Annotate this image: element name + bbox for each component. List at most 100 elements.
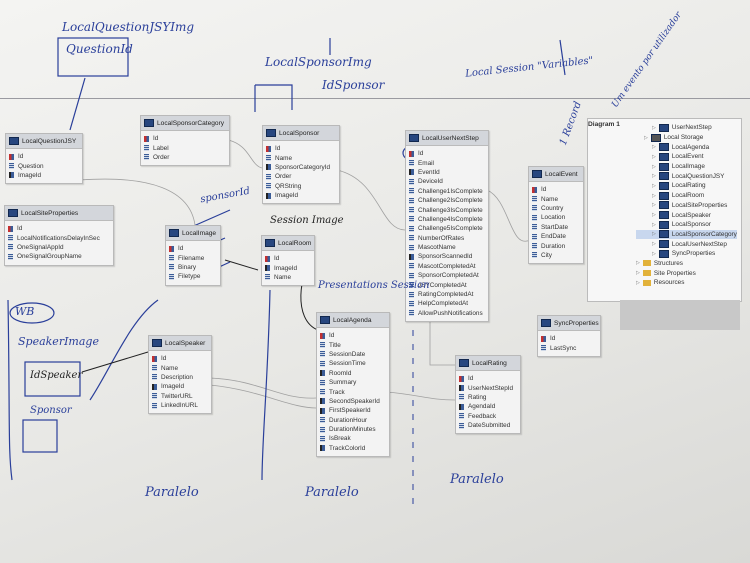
field-row[interactable]: IsBreak — [320, 434, 386, 443]
field-row[interactable]: Name — [152, 363, 208, 372]
expand-arrow-icon[interactable]: ▷ — [652, 212, 656, 219]
field-row[interactable]: Title — [320, 340, 386, 349]
field-row[interactable]: Name — [532, 194, 580, 203]
expand-arrow-icon[interactable]: ▷ — [652, 163, 656, 170]
field-row[interactable]: Id — [9, 152, 79, 161]
field-row[interactable]: Filename — [169, 253, 217, 262]
expand-arrow-icon[interactable]: ▷ — [652, 250, 656, 257]
tree-item[interactable]: ▷LocalSpeaker — [636, 210, 737, 220]
expand-arrow-icon[interactable]: ▷ — [652, 192, 656, 199]
field-row[interactable]: SponsorCompletedAt — [409, 271, 485, 280]
field-row[interactable]: JSYCompletedAt — [409, 280, 485, 289]
field-row[interactable]: StartDate — [532, 223, 580, 232]
field-row[interactable]: Location — [532, 213, 580, 222]
field-row[interactable]: Id — [266, 144, 336, 153]
field-row[interactable]: Id — [169, 244, 217, 253]
field-row[interactable]: Id — [459, 374, 517, 383]
field-row[interactable]: MascotName — [409, 243, 485, 252]
field-row[interactable]: Filetype — [169, 272, 217, 281]
field-row[interactable]: Question — [9, 161, 79, 170]
field-row[interactable]: Challenge4IsComplete — [409, 215, 485, 224]
field-row[interactable]: Rating — [459, 393, 517, 402]
expand-arrow-icon[interactable]: ▷ — [636, 260, 640, 267]
tree-item[interactable]: ▷UserNextStep — [636, 123, 737, 133]
field-row[interactable]: Binary — [169, 263, 217, 272]
field-row[interactable]: RatingCompletedAt — [409, 290, 485, 299]
field-row[interactable]: Id — [144, 134, 226, 143]
field-row[interactable]: QRString — [266, 182, 336, 191]
entity-header[interactable]: LocalSiteProperties — [5, 206, 113, 221]
field-row[interactable]: ImageId — [266, 191, 336, 200]
expand-arrow-icon[interactable]: ▷ — [652, 241, 656, 248]
expand-arrow-icon[interactable]: ▷ — [636, 279, 640, 286]
field-row[interactable]: Order — [144, 153, 226, 162]
tree-item[interactable]: ▷LocalUserNextStep — [636, 239, 737, 249]
tree-item[interactable]: ▷LocalSiteProperties — [636, 201, 737, 211]
field-row[interactable]: OneSignalAppId — [8, 243, 110, 252]
field-row[interactable]: DeviceId — [409, 177, 485, 186]
field-row[interactable]: Country — [532, 204, 580, 213]
diagram-tab[interactable]: Diagram 1 — [588, 121, 620, 128]
entity-header[interactable]: LocalImage — [166, 226, 220, 241]
tree-item[interactable]: ▷SyncProperties — [636, 249, 737, 259]
field-row[interactable]: AgendaId — [459, 402, 517, 411]
field-row[interactable]: ImageId — [265, 263, 311, 272]
field-row[interactable]: SponsorScannedId — [409, 252, 485, 261]
entity-header[interactable]: SyncProperties — [538, 316, 600, 331]
field-row[interactable]: Track — [320, 387, 386, 396]
entity-header[interactable]: LocalSponsor — [263, 126, 339, 141]
entity-header[interactable]: LocalUserNextStep — [406, 131, 488, 146]
field-row[interactable]: DurationMinutes — [320, 425, 386, 434]
tree-item[interactable]: ▷LocalQuestionJSY — [636, 171, 737, 181]
field-row[interactable]: Id — [320, 331, 386, 340]
field-row[interactable]: Duration — [532, 241, 580, 250]
field-row[interactable]: Email — [409, 158, 485, 167]
expand-arrow-icon[interactable]: ▷ — [652, 202, 656, 209]
entity-header[interactable]: LocalRating — [456, 356, 520, 371]
field-row[interactable]: Challenge2IsComplete — [409, 196, 485, 205]
expand-arrow-icon[interactable]: ▷ — [652, 173, 656, 180]
field-row[interactable]: Label — [144, 143, 226, 152]
field-row[interactable]: FirstSpeakerId — [320, 406, 386, 415]
field-row[interactable]: Id — [152, 354, 208, 363]
field-row[interactable]: HelpCompletedAt — [409, 299, 485, 308]
expand-arrow-icon[interactable]: ▷ — [652, 153, 656, 160]
field-row[interactable]: LocalNotificationsDelayInSec — [8, 233, 110, 242]
tree-item[interactable]: ▷LocalRoom — [636, 191, 737, 201]
field-row[interactable]: SecondSpeakerId — [320, 397, 386, 406]
field-row[interactable]: MascotCompletedAt — [409, 262, 485, 271]
tree-item[interactable]: ▷LocalAgenda — [636, 142, 737, 152]
entity-header[interactable]: LocalRoom — [262, 236, 314, 251]
field-row[interactable]: Challenge3IsComplete — [409, 205, 485, 214]
field-row[interactable]: Challenge1IsComplete — [409, 187, 485, 196]
expand-arrow-icon[interactable]: ▷ — [636, 270, 640, 277]
field-row[interactable]: LastSync — [541, 343, 597, 352]
field-row[interactable]: DurationHour — [320, 416, 386, 425]
field-row[interactable]: Description — [152, 373, 208, 382]
field-row[interactable]: Summary — [320, 378, 386, 387]
field-row[interactable]: UserNextStepId — [459, 383, 517, 392]
field-row[interactable]: Name — [265, 273, 311, 282]
field-row[interactable]: RoomId — [320, 369, 386, 378]
expand-arrow-icon[interactable]: ▷ — [652, 182, 656, 189]
field-row[interactable]: ImageId — [152, 382, 208, 391]
expand-arrow-icon[interactable]: ▷ — [652, 231, 656, 238]
expand-arrow-icon[interactable]: ▷ — [652, 124, 656, 131]
field-row[interactable]: Id — [541, 334, 597, 343]
entity-header[interactable]: LocalAgenda — [317, 313, 389, 328]
entity-header[interactable]: LocalEvent — [529, 167, 583, 182]
field-row[interactable]: Id — [409, 149, 485, 158]
field-row[interactable]: Feedback — [459, 412, 517, 421]
tree-item[interactable]: ▷LocalEvent — [636, 152, 737, 162]
